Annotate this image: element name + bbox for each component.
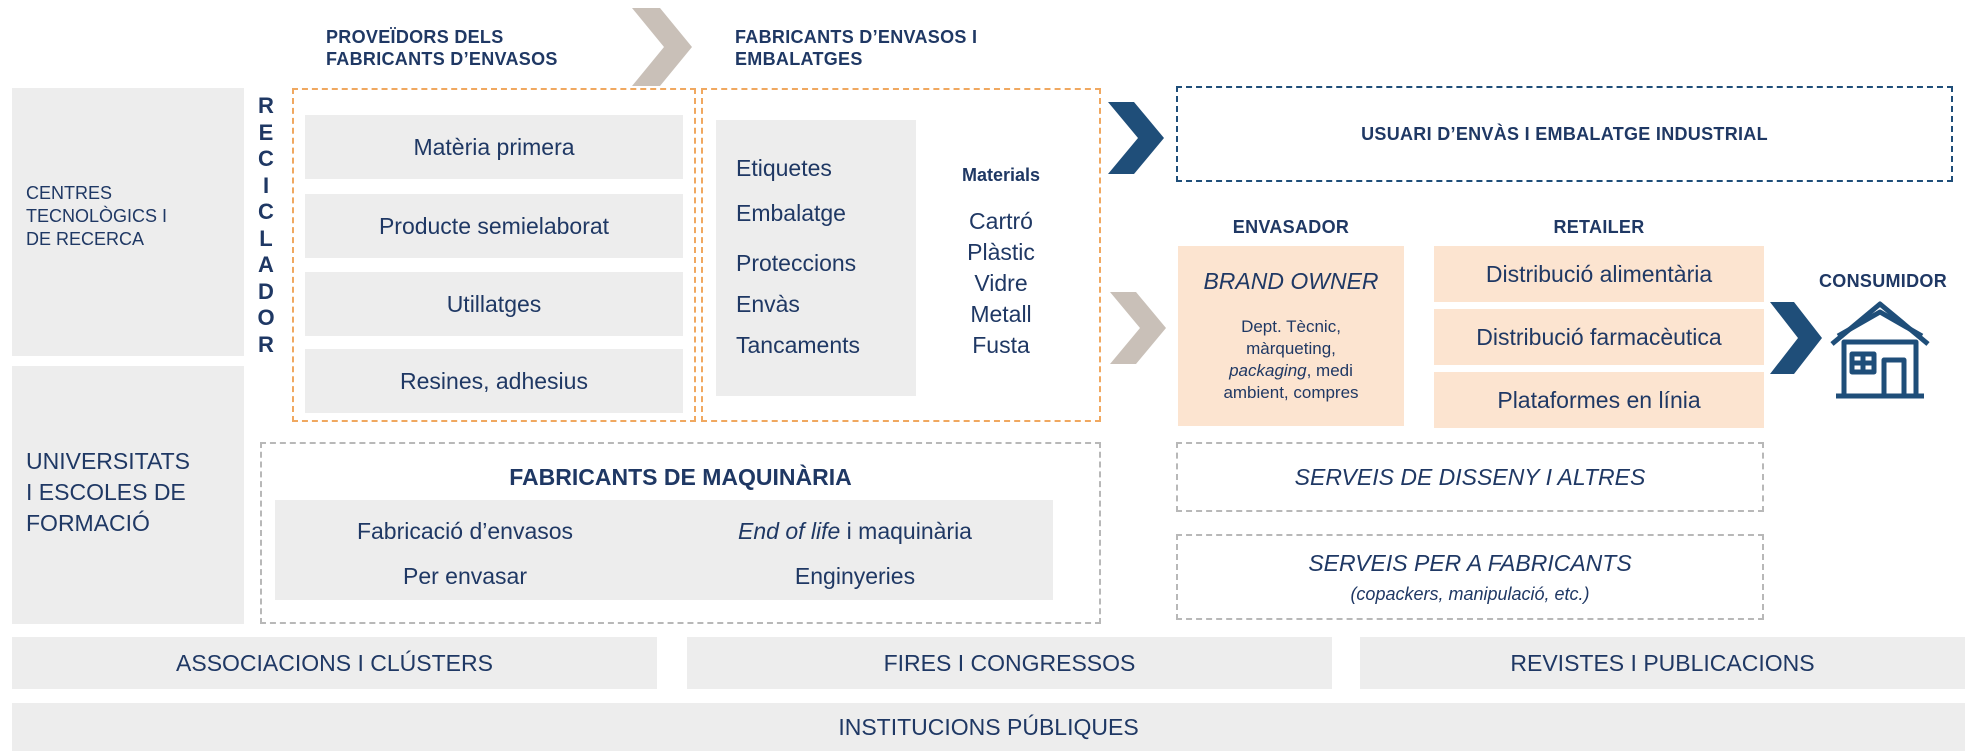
centres-line2: TECNOLÒGICS I [26,206,168,226]
reciclador-letter: I [262,172,270,198]
brand-owner-line: packaging, medi [1178,360,1404,382]
machinery-title: FABRICANTS DE MAQUINÀRIA [509,464,852,490]
reciclador-letter: R [258,331,274,357]
institucions-box: INSTITUCIONS PÚBLIQUES [12,703,1965,751]
revistes-box: REVISTES I PUBLICACIONS [1360,637,1965,689]
supplier-item: Resines, adhesius [305,349,683,413]
suppliers-header-line2: FABRICANTS D’ENVASOS [326,49,558,69]
reciclador-letter: D [258,278,274,304]
design-services-box: SERVEIS DE DISSENY I ALTRES [1176,442,1764,512]
product-item: Proteccions [736,250,857,276]
universitats-line3: FORMACIÓ [26,510,150,536]
end-of-life-italic: End of life [738,518,841,544]
machinery-box: FABRICANTS DE MAQUINÀRIA [260,442,1101,624]
universitats-box: UNIVERSITATS I ESCOLES DE FORMACIÓ [12,366,244,624]
material-item: Fusta [972,332,1030,358]
material-item: Vidre [974,270,1028,296]
fires-box: FIRES I CONGRESSOS [687,637,1332,689]
chevron-right-icon [632,8,692,86]
reciclador-letter: O [257,305,275,330]
machinery-item-rest: i maquinària [840,518,972,544]
chevron-right-icon [1770,302,1822,374]
packaging-italic: packaging [1229,361,1307,380]
centres-line3: DE RECERCA [26,229,145,249]
product-item: Envàs [736,291,800,317]
manufacturers-header-line1: FABRICANTS D’ENVASOS I [735,27,978,47]
reciclador-letter: E [258,119,274,145]
manufacturer-services-sub: (copackers, manipulació, etc.) [1350,584,1590,604]
manufacturer-products-box [716,120,916,396]
centres-tecnologics-box: CENTRES TECNOLÒGICS I DE RECERCA [12,88,244,356]
suppliers-header: PROVEÏDORS DELS FABRICANTS D’ENVASOS [326,26,558,70]
product-item: Etiquetes [736,155,832,181]
reciclador-letter: C [258,146,274,171]
reciclador-letter: R [258,93,274,118]
retailer-item: Distribució farmacèutica [1434,309,1764,365]
reciclador-letter: A [258,252,274,277]
manufacturers-box [701,88,1101,422]
envasador-header: ENVASADOR [1232,217,1350,237]
material-item: Plàstic [967,239,1035,265]
suppliers-header-line1: PROVEÏDORS DELS [326,27,504,47]
machinery-items-box: Fabricació d’envasos Per envasar End of … [275,500,1053,600]
retailer-item: Distribució alimentària [1434,246,1764,302]
manufacturer-services-box: SERVEIS PER A FABRICANTS (copackers, man… [1176,534,1764,620]
brand-owner-box: BRAND OWNER Dept. Tècnic, màrqueting, pa… [1178,246,1404,426]
centres-line1: CENTRES [26,183,113,203]
brand-owner-line: ambient, compres [1223,383,1359,402]
manufacturer-services-title: SERVEIS PER A FABRICANTS [1308,550,1632,576]
reciclador-letter: C [258,199,274,224]
universitats-line2: I ESCOLES DE [26,479,186,505]
machinery-item: Per envasar [402,563,527,589]
brand-owner-title: BRAND OWNER [1203,268,1379,294]
centres-tecnologics-label: CENTRES TECNOLÒGICS I DE RECERCA [26,182,167,251]
suppliers-box [292,88,696,422]
manufacturers-header: FABRICANTS D’ENVASOS I EMBALATGES [735,26,977,70]
supplier-item: Utillatges [305,272,683,336]
machinery-item: End of life i maquinària [665,518,1045,545]
house-icon [1828,298,1932,402]
machinery-item: Enginyeries [794,563,916,589]
retailer-header: RETAILER [1553,217,1645,237]
brand-owner-line: màrqueting, [1246,339,1336,358]
retailer-item: Plataformes en línia [1434,372,1764,428]
manufacturers-header-line2: EMBALATGES [735,49,863,69]
supplier-item: Producte semielaborat [305,194,683,258]
materials-list: Cartró Plàstic Vidre Metall Fusta [936,206,1066,361]
machinery-item: Fabricació d’envasos [356,518,574,544]
materials-title: Materials [961,165,1041,185]
product-item: Tancaments [736,332,861,358]
chevron-right-icon [1110,292,1166,364]
product-item: Embalatge [736,200,846,226]
reciclador-label: R E C I C L A D O R [251,93,281,358]
chevron-right-icon [1108,102,1164,174]
supplier-item: Matèria primera [305,115,683,179]
brand-owner-desc: Dept. Tècnic, màrqueting, packaging, med… [1178,316,1404,404]
material-item: Metall [970,301,1032,327]
brand-owner-line-rest: , medi [1306,361,1353,380]
consumidor-header: CONSUMIDOR [1819,271,1947,291]
industrial-user-box: USUARI D’ENVÀS I EMBALATGE INDUSTRIAL [1176,86,1953,182]
brand-owner-line: Dept. Tècnic, [1241,317,1341,336]
universitats-label: UNIVERSITATS I ESCOLES DE FORMACIÓ [26,446,190,539]
universitats-line1: UNIVERSITATS [26,448,190,474]
associacions-box: ASSOCIACIONS I CLÚSTERS [12,637,657,689]
reciclador-letter: L [259,225,273,251]
material-item: Cartró [969,208,1033,234]
